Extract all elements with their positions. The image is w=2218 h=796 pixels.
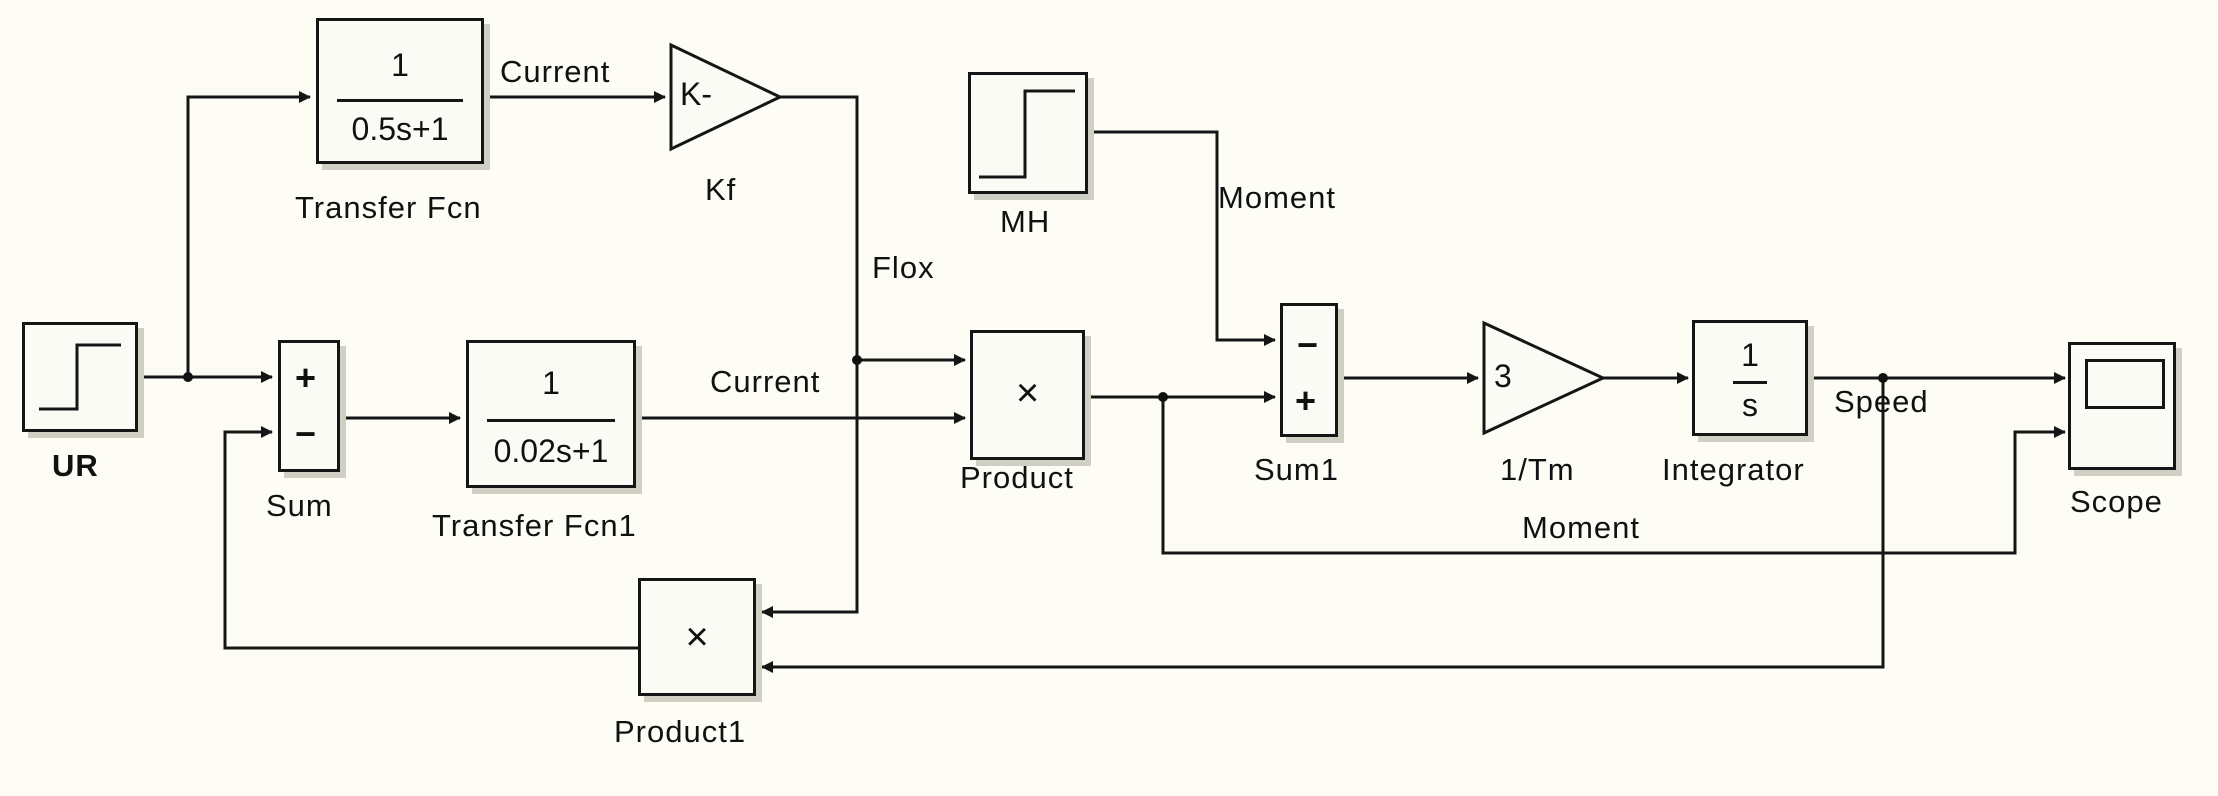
integrator-denominator: s: [1742, 387, 1758, 423]
product1-caption: Product1: [614, 714, 747, 749]
wire-mh-to-sum1: [1088, 130, 1276, 346]
transfer-fcn1-caption: Transfer Fcn1: [432, 508, 637, 543]
integrator-fraction-line: [1733, 381, 1767, 384]
transfer-fcn1-fraction-line: [487, 419, 615, 422]
junction-dot: [183, 372, 193, 382]
wire-ur-to-transfer-fcn: [138, 91, 311, 379]
transfer-fcn1-block[interactable]: 1 0.02s+1: [466, 340, 636, 488]
mh-step-block[interactable]: [968, 72, 1088, 194]
scope-block[interactable]: [2068, 342, 2176, 470]
kf-gain-block[interactable]: [668, 42, 788, 152]
signal-label-current-mid: Current: [710, 364, 821, 399]
ur-step-block[interactable]: [22, 322, 138, 432]
transfer-fcn-caption: Transfer Fcn: [295, 190, 482, 225]
kf-caption: Kf: [705, 172, 737, 207]
transfer-fcn-block[interactable]: 1 0.5s+1: [316, 18, 484, 164]
junction-dot: [852, 355, 862, 365]
ur-caption: UR: [52, 448, 99, 483]
integrator-block[interactable]: 1 s: [1692, 320, 1808, 436]
signal-label-speed: Speed: [1834, 384, 1929, 419]
tm-gain-value: 3: [1494, 358, 1512, 394]
product1-block[interactable]: ×: [638, 578, 756, 696]
sum1-plus-sign: +: [1295, 380, 1317, 421]
junction-dot: [1158, 392, 1168, 402]
sum1-minus-sign: −: [1297, 324, 1319, 365]
transfer-fcn-numerator: 1: [391, 47, 409, 83]
integrator-numerator: 1: [1741, 337, 1759, 373]
sum-minus-sign: −: [295, 413, 317, 454]
transfer-fcn1-numerator: 1: [542, 365, 560, 401]
transfer-fcn-fraction-line: [337, 99, 463, 102]
signal-label-moment-bottom: Moment: [1522, 510, 1640, 545]
product-operator: ×: [1015, 371, 1040, 415]
sum-caption: Sum: [266, 488, 333, 523]
tm-gain-block[interactable]: [1481, 320, 1609, 438]
transfer-fcn1-denominator: 0.02s+1: [493, 433, 609, 469]
product-block[interactable]: ×: [970, 330, 1085, 460]
signal-label-moment-mh: Moment: [1218, 180, 1336, 215]
transfer-fcn-denominator: 0.5s+1: [351, 111, 449, 147]
signal-label-current-top: Current: [500, 54, 611, 89]
scope-caption: Scope: [2070, 484, 2163, 519]
product-caption: Product: [960, 460, 1074, 495]
tm-caption: 1/Tm: [1500, 452, 1575, 487]
sum1-caption: Sum1: [1254, 452, 1339, 487]
sum-plus-sign: +: [295, 357, 317, 398]
integrator-caption: Integrator: [1662, 452, 1805, 487]
kf-gain-value: K-: [680, 76, 712, 112]
junction-dot: [1878, 373, 1888, 383]
step-icon: [39, 343, 121, 411]
sum1-block[interactable]: − +: [1280, 303, 1338, 437]
product1-operator: ×: [685, 615, 709, 659]
step-icon: [979, 89, 1075, 179]
wire-kf-flox: [761, 95, 859, 618]
sum-block[interactable]: + −: [278, 340, 340, 472]
scope-screen: [2085, 359, 2165, 409]
signal-label-flox: Flox: [872, 250, 935, 285]
mh-caption: MH: [1000, 204, 1051, 239]
